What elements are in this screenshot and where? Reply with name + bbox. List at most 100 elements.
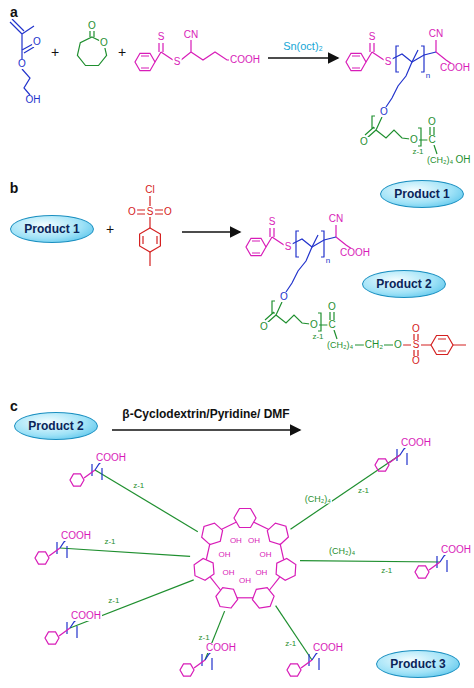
bond-line: [300, 561, 440, 562]
bond-line: [252, 588, 274, 609]
chem-label: CN: [428, 29, 444, 39]
bond-line: [287, 664, 301, 676]
chem-label: z-1: [132, 482, 145, 490]
chem-label: S: [284, 242, 293, 252]
chem-label: COOH: [205, 643, 237, 653]
chem-label: COOH: [440, 545, 472, 555]
chem-label: OH: [229, 537, 243, 545]
bond-line: [57, 542, 67, 558]
bond-line: [301, 660, 312, 668]
product-oval: Product 2: [14, 412, 98, 440]
chem-label: b: [9, 181, 20, 195]
chem-label: COOH: [60, 531, 92, 541]
chem-label: (CH₂)₄: [426, 156, 454, 165]
chem-label: S: [368, 32, 377, 42]
bond-line: [216, 588, 238, 608]
chem-label: O: [17, 59, 27, 69]
bond-line: [280, 544, 284, 560]
chem-label: z-1: [380, 567, 393, 575]
bond-line: [84, 470, 95, 478]
chem-label: O: [411, 356, 421, 366]
chem-label: S: [173, 57, 182, 67]
chem-label: COOH: [70, 611, 102, 621]
bond-line: [254, 522, 269, 529]
bond-line: [180, 664, 194, 676]
bond-line: [389, 455, 400, 463]
chem-label: CN: [328, 214, 344, 224]
bond-line: [35, 552, 49, 564]
chem-label: O: [163, 207, 173, 217]
chem-label: (CH₂)₄: [326, 341, 354, 350]
chem-label: OH: [238, 577, 252, 585]
bond-line: [397, 449, 407, 465]
product-name: Product 3: [390, 657, 445, 671]
chem-label: S: [146, 207, 155, 217]
bond-line: [221, 522, 236, 529]
bond-line: [267, 523, 288, 544]
chem-label: O: [359, 137, 369, 147]
chem-label: O: [327, 302, 337, 312]
chem-label: O: [409, 135, 419, 145]
chem-label: COOH: [339, 248, 371, 258]
product-name: Product 2: [28, 419, 83, 433]
bond-line: [206, 544, 210, 560]
chem-label: COOH: [95, 453, 127, 463]
chem-label: O: [32, 37, 42, 47]
chem-label: z-1: [311, 333, 324, 341]
bond-line: [70, 580, 194, 628]
chem-label: z-1: [107, 597, 120, 605]
bond-line: [202, 654, 212, 670]
bond-line: [429, 562, 440, 570]
chem-label: z-1: [411, 148, 424, 156]
chem-label: O: [427, 117, 437, 127]
chem-label: COOH: [312, 643, 344, 653]
product-oval: Product 2: [362, 270, 446, 298]
chem-label: +: [105, 222, 115, 236]
chem-label: O: [87, 21, 97, 31]
chem-label: OH: [222, 569, 236, 577]
chem-label: OH: [455, 155, 472, 165]
chem-label: Cl: [144, 185, 155, 195]
bond-line: [276, 606, 312, 660]
bond-line: [59, 628, 70, 636]
bond-line: [437, 556, 447, 572]
bond-line: [375, 459, 389, 471]
chem-label: β-Cyclodextrin/Pyridine/ DMF: [121, 408, 290, 420]
chem-label: O: [99, 38, 109, 48]
chem-label: Sn(oct)₂: [282, 41, 324, 52]
chem-label: CH₂: [364, 340, 384, 350]
product-oval: Product 1: [380, 180, 464, 208]
chem-label: z-1: [357, 487, 370, 495]
product-name: Product 1: [394, 187, 449, 201]
chem-label: OH: [247, 537, 261, 545]
chem-label: CN: [183, 30, 199, 40]
bond-line: [210, 577, 220, 590]
chem-label: S: [384, 57, 393, 67]
chem-label: z-1: [103, 538, 116, 546]
bond-line: [309, 654, 319, 670]
chem-label: (CH₂)₄: [304, 494, 332, 503]
chem-label: OH: [259, 551, 273, 559]
chem-label: +: [117, 45, 127, 59]
chem-label: O: [309, 320, 319, 330]
bond-line: [49, 548, 60, 556]
chem-label: +: [50, 45, 60, 59]
bond-line: [276, 558, 296, 580]
bond-line: [194, 660, 205, 668]
chem-label: a: [9, 5, 19, 19]
bond-line: [291, 455, 401, 529]
bond-line: [202, 523, 223, 545]
bond-line: [67, 622, 77, 638]
product-oval: Product 1: [10, 215, 94, 243]
chem-label: (CH₂)₄: [328, 547, 356, 556]
bond-line: [95, 470, 198, 532]
chem-label: O: [259, 322, 269, 332]
chem-label: OH: [254, 569, 268, 577]
chem-label: S: [412, 340, 421, 350]
chem-label: O: [411, 324, 421, 334]
chem-label: O: [379, 107, 389, 117]
chem-label: COOH: [439, 63, 471, 73]
chem-label: OH: [25, 95, 42, 105]
